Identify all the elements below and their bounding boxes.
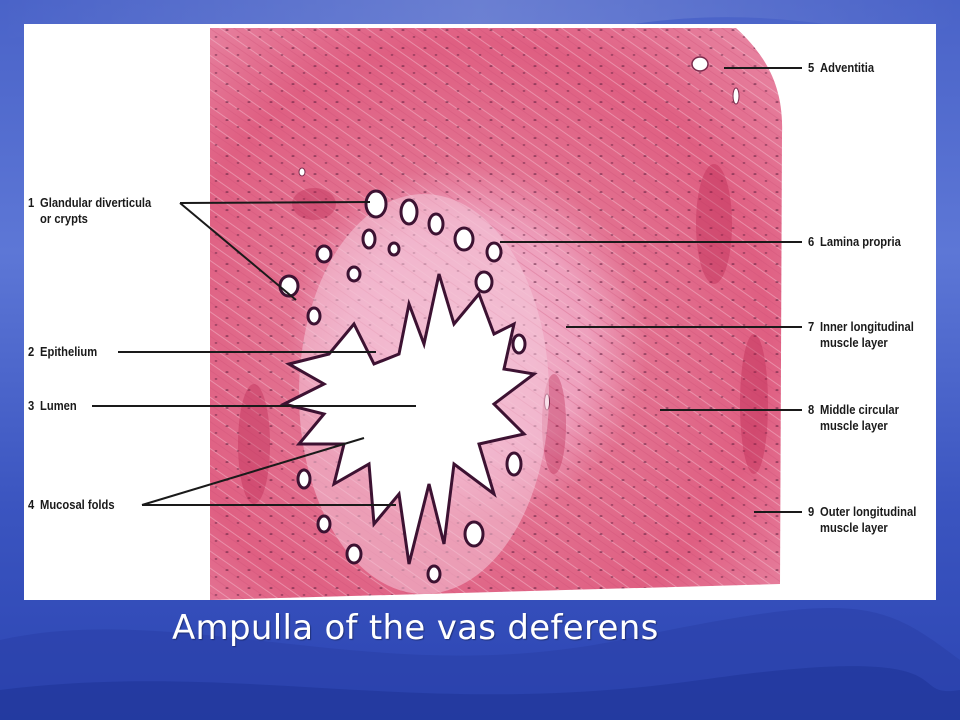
label-text: Glandular diverticula [40, 195, 152, 210]
label-number: 8 [808, 402, 815, 417]
label-number: 5 [808, 60, 815, 75]
label-text-line2: muscle layer [820, 418, 888, 433]
label-number: 4 [28, 497, 35, 512]
histology-figure: 1 Glandular diverticula or crypts 2 Epithe… [24, 24, 936, 600]
micrograph-image [92, 28, 802, 600]
label-text-line2: muscle layer [820, 335, 888, 350]
label-number: 1 [28, 195, 35, 210]
label-number: 3 [28, 398, 35, 413]
label-number: 7 [808, 319, 815, 334]
label-text: Lamina propria [820, 234, 901, 249]
label-text: Inner longitudinal [820, 319, 914, 334]
slide-caption: Ampulla of the vas deferens [172, 608, 659, 648]
label-inner-longitudinal: 7 Inner longitudinal muscle layer [808, 319, 914, 351]
label-number: 2 [28, 344, 35, 359]
label-text-line2: muscle layer [820, 520, 888, 535]
label-text: Mucosal folds [40, 497, 115, 512]
label-adventitia: 5 Adventitia [808, 60, 874, 76]
label-text: Lumen [40, 398, 77, 413]
label-outer-longitudinal: 9 Outer longitudinal muscle layer [808, 504, 916, 536]
label-number: 9 [808, 504, 815, 519]
label-middle-circular: 8 Middle circular muscle layer [808, 402, 899, 434]
label-text: Outer longitudinal [820, 504, 917, 519]
label-text: Middle circular [820, 402, 899, 417]
label-mucosal-folds: 4 Mucosal folds [28, 497, 115, 513]
label-text-line2: or crypts [40, 211, 88, 226]
label-text: Adventitia [820, 60, 875, 75]
label-number: 6 [808, 234, 815, 249]
label-text: Epithelium [40, 344, 98, 359]
label-glandular-diverticula: 1 Glandular diverticula or crypts [28, 195, 151, 227]
label-epithelium: 2 Epithelium [28, 344, 97, 360]
label-lamina-propria: 6 Lamina propria [808, 234, 901, 250]
label-lumen: 3 Lumen [28, 398, 77, 414]
